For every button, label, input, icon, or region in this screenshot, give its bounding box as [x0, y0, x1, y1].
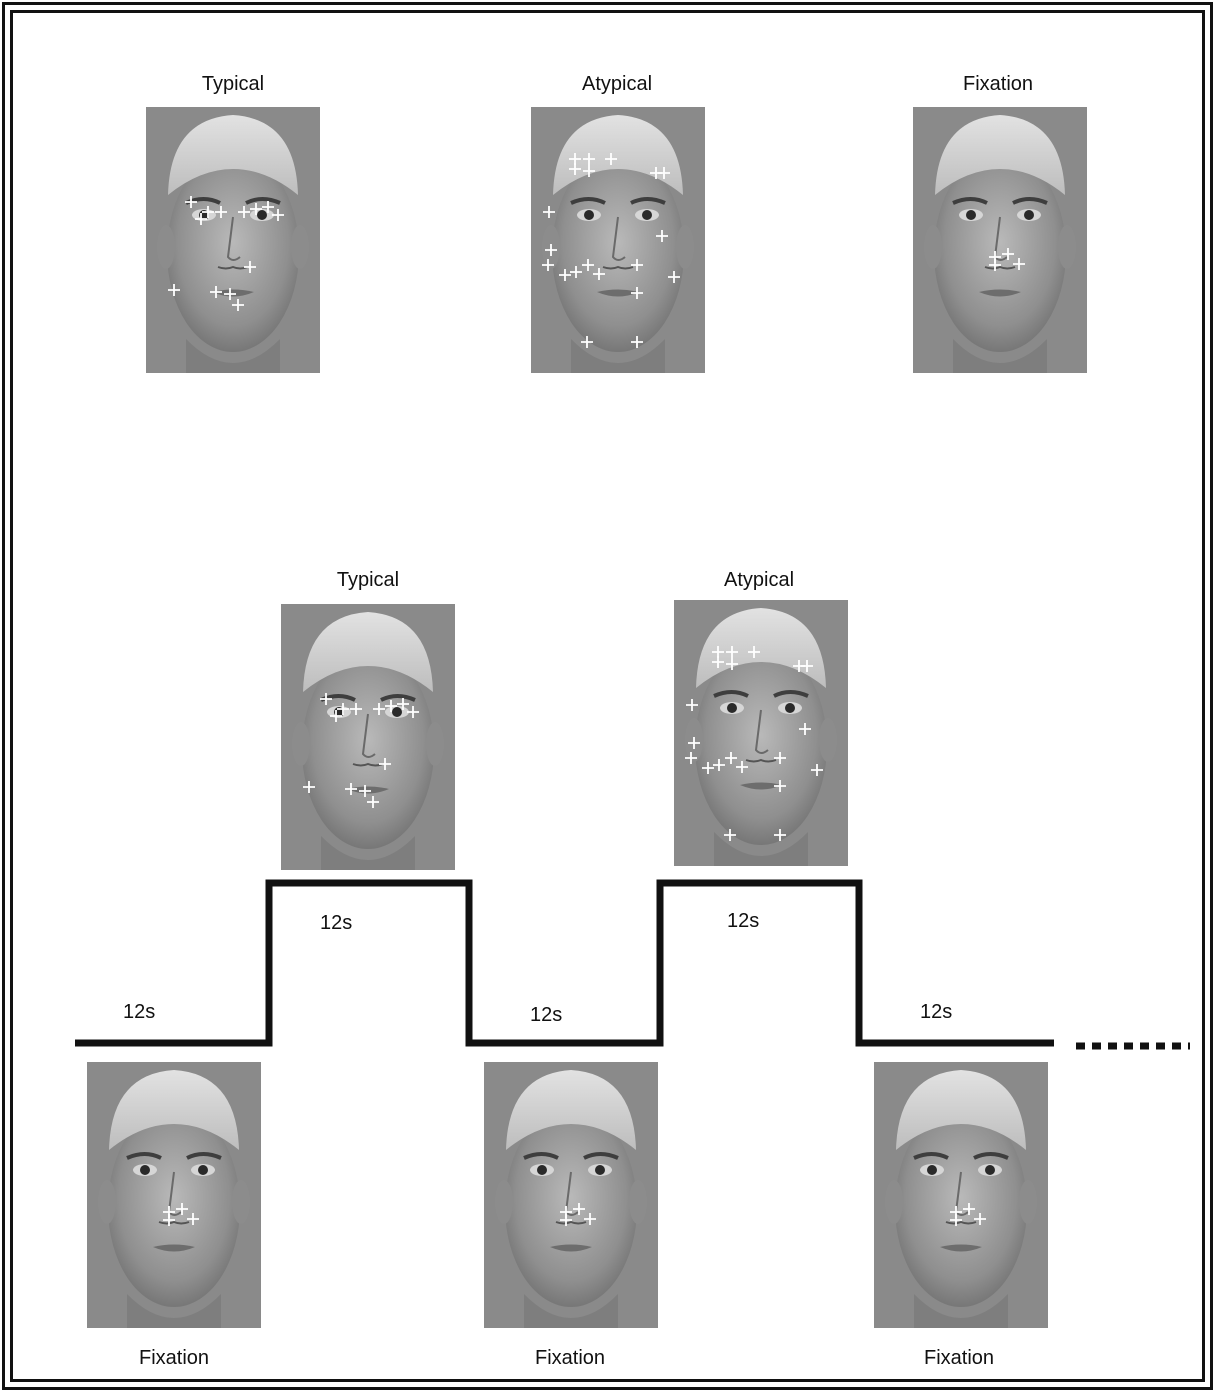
- top-fixation-face-image: [913, 107, 1087, 373]
- top-fixation-label: Fixation: [962, 73, 1034, 95]
- top-typical-label: Typical: [201, 73, 265, 95]
- fixation-label: Fixation: [534, 1347, 606, 1369]
- duration-label: 12s: [530, 1004, 563, 1026]
- block-atypical-label: Atypical: [723, 569, 795, 591]
- fixation-label: Fixation: [923, 1347, 995, 1369]
- duration-label: 12s: [920, 1001, 953, 1023]
- top-typical-face-image: [146, 107, 320, 373]
- duration-label: 12s: [320, 912, 353, 934]
- top-atypical-label: Atypical: [581, 73, 653, 95]
- block-typical-face-image: [281, 604, 455, 870]
- top-atypical-face-image: [531, 107, 705, 373]
- fixation-face-image: [484, 1062, 658, 1328]
- inner-border: [10, 10, 1205, 1382]
- fixation-face-image: [87, 1062, 261, 1328]
- block-atypical-face-image: [674, 600, 848, 866]
- block-typical-label: Typical: [336, 569, 400, 591]
- duration-label: 12s: [123, 1001, 156, 1023]
- fixation-label: Fixation: [138, 1347, 210, 1369]
- fixation-face-image: [874, 1062, 1048, 1328]
- duration-label: 12s: [727, 910, 760, 932]
